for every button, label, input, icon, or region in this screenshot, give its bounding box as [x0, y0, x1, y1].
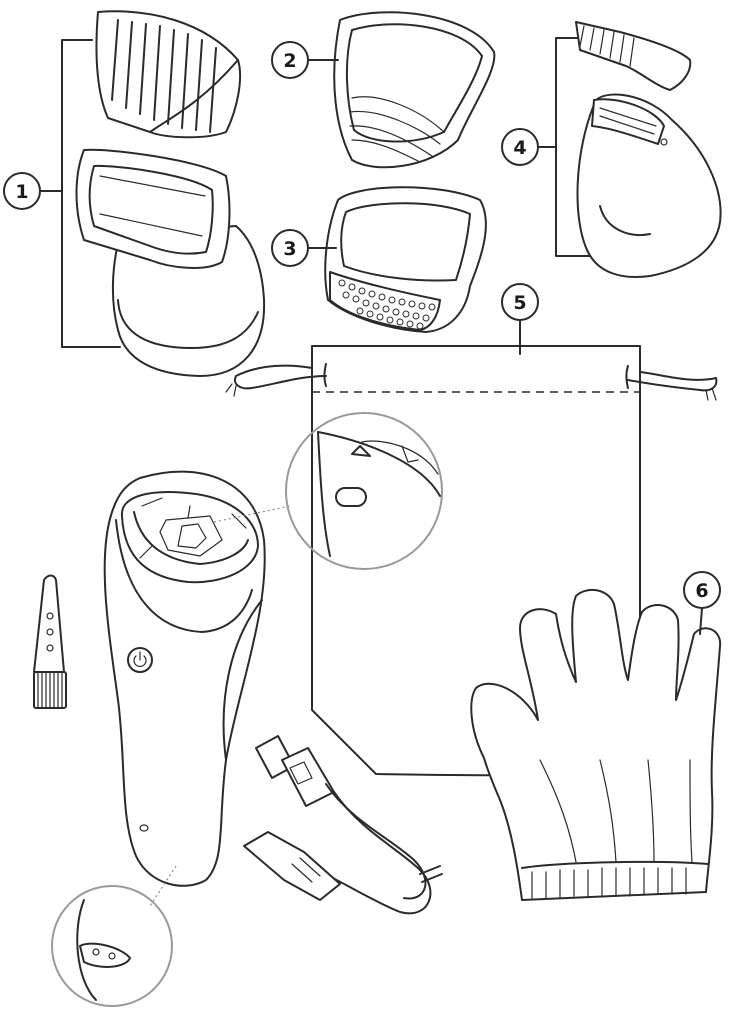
- socket-opening-icon: [336, 488, 366, 506]
- shaving-head-icon: [77, 150, 265, 376]
- zoom-detail-bottom: [52, 886, 172, 1006]
- callout-6: 6: [684, 572, 720, 608]
- callout-4-label: 4: [513, 137, 526, 159]
- precision-comb-icon: [576, 22, 690, 90]
- item-2-attachment: 2: [272, 12, 494, 167]
- callout-3: 3: [272, 230, 308, 266]
- trimming-comb-icon: [96, 11, 240, 137]
- callout-2-label: 2: [283, 50, 296, 72]
- callout-4: 4: [502, 129, 538, 165]
- item-3-attachment: 3: [272, 187, 486, 332]
- power-button-icon: [128, 648, 152, 672]
- callout-5-label: 5: [513, 292, 526, 314]
- callout-2: 2: [272, 42, 308, 78]
- callout-3-label: 3: [283, 238, 296, 260]
- callout-6-label: 6: [695, 580, 708, 602]
- callout-1: 1: [4, 173, 40, 209]
- callout-5: 5: [502, 284, 538, 320]
- item-1-shaver-head-with-comb: 1: [4, 11, 264, 376]
- cleaning-brush-icon: [34, 576, 66, 709]
- callout-1-label: 1: [15, 181, 28, 203]
- charger-plug-icon: [244, 832, 340, 900]
- precision-head-icon: [578, 94, 721, 277]
- attachment-2-icon: [334, 12, 494, 167]
- item-4-precision-trimmer: 4: [502, 22, 721, 277]
